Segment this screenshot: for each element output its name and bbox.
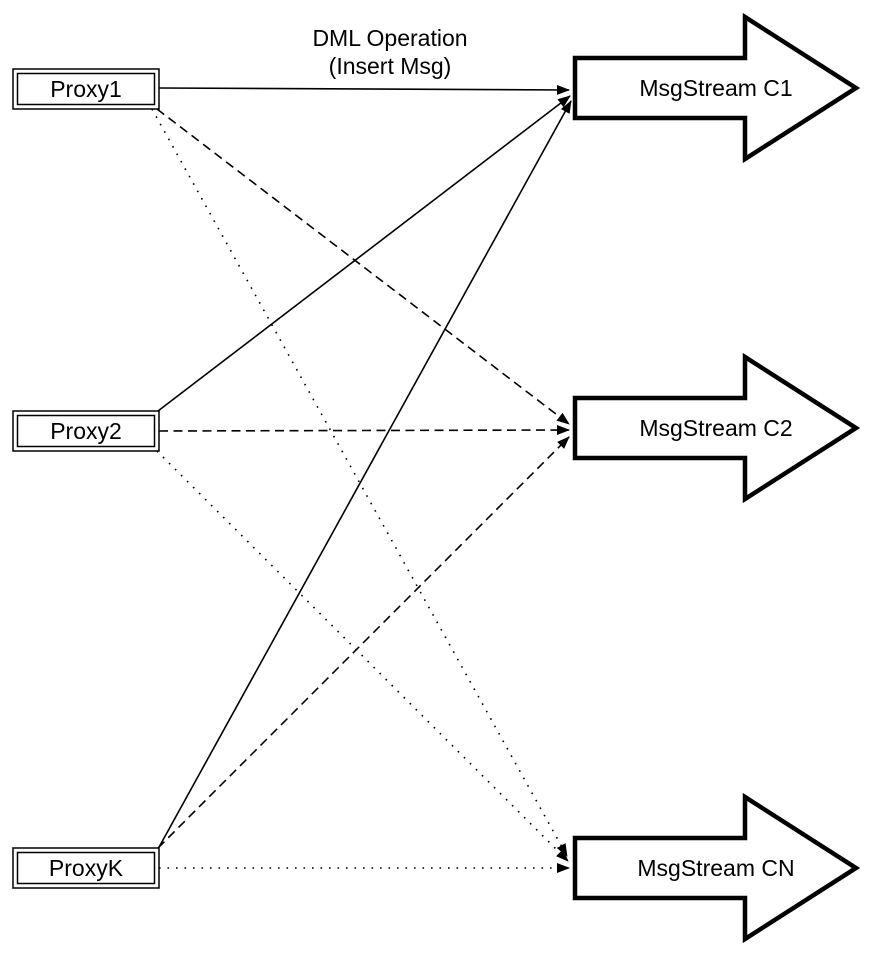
proxy2-label: Proxy2 <box>50 418 122 444</box>
edges <box>151 84 572 873</box>
msgstream-c2-arrow-shape <box>572 352 861 504</box>
proxy1-box-inner <box>16 72 156 106</box>
msgstream-cn-arrow-shape <box>572 792 861 944</box>
node-proxy2: Proxy2 <box>12 410 160 452</box>
edge-proxy1-to-c1 <box>158 84 570 95</box>
proxy2-box-inner <box>16 414 156 448</box>
msgstream-c1-arrow-shape <box>572 12 861 164</box>
edge-proxy2-to-c2 <box>158 425 570 436</box>
proxy1-label: Proxy1 <box>50 76 122 102</box>
edge-proxyk-to-c1 <box>157 100 572 850</box>
edge-proxy2-to-c1 <box>157 95 571 412</box>
msgstream-c2-label: MsgStream C2 <box>639 415 792 441</box>
node-proxyk: ProxyK <box>12 847 160 889</box>
edge-proxy1-to-c2 <box>156 108 570 425</box>
edge-proxy2-to-cn <box>156 450 569 862</box>
node-msgstream-c1: MsgStream C1 <box>572 12 861 164</box>
node-proxy1: Proxy1 <box>12 68 160 110</box>
proxyk-label: ProxyK <box>49 855 124 881</box>
dml-operation-annotation: DML Operation (Insert Msg) <box>312 25 467 79</box>
msgstream-c1-label: MsgStream C1 <box>639 75 792 101</box>
msgstream-cn-label: MsgStream CN <box>637 855 794 881</box>
node-msgstream-cn: MsgStream CN <box>572 792 861 944</box>
node-msgstream-c2: MsgStream C2 <box>572 352 861 504</box>
proxyk-box-inner <box>16 851 156 885</box>
edge-proxyk-to-c2 <box>157 436 570 849</box>
annotation-line1: DML Operation <box>312 25 467 51</box>
annotation-line2: (Insert Msg) <box>329 53 452 79</box>
